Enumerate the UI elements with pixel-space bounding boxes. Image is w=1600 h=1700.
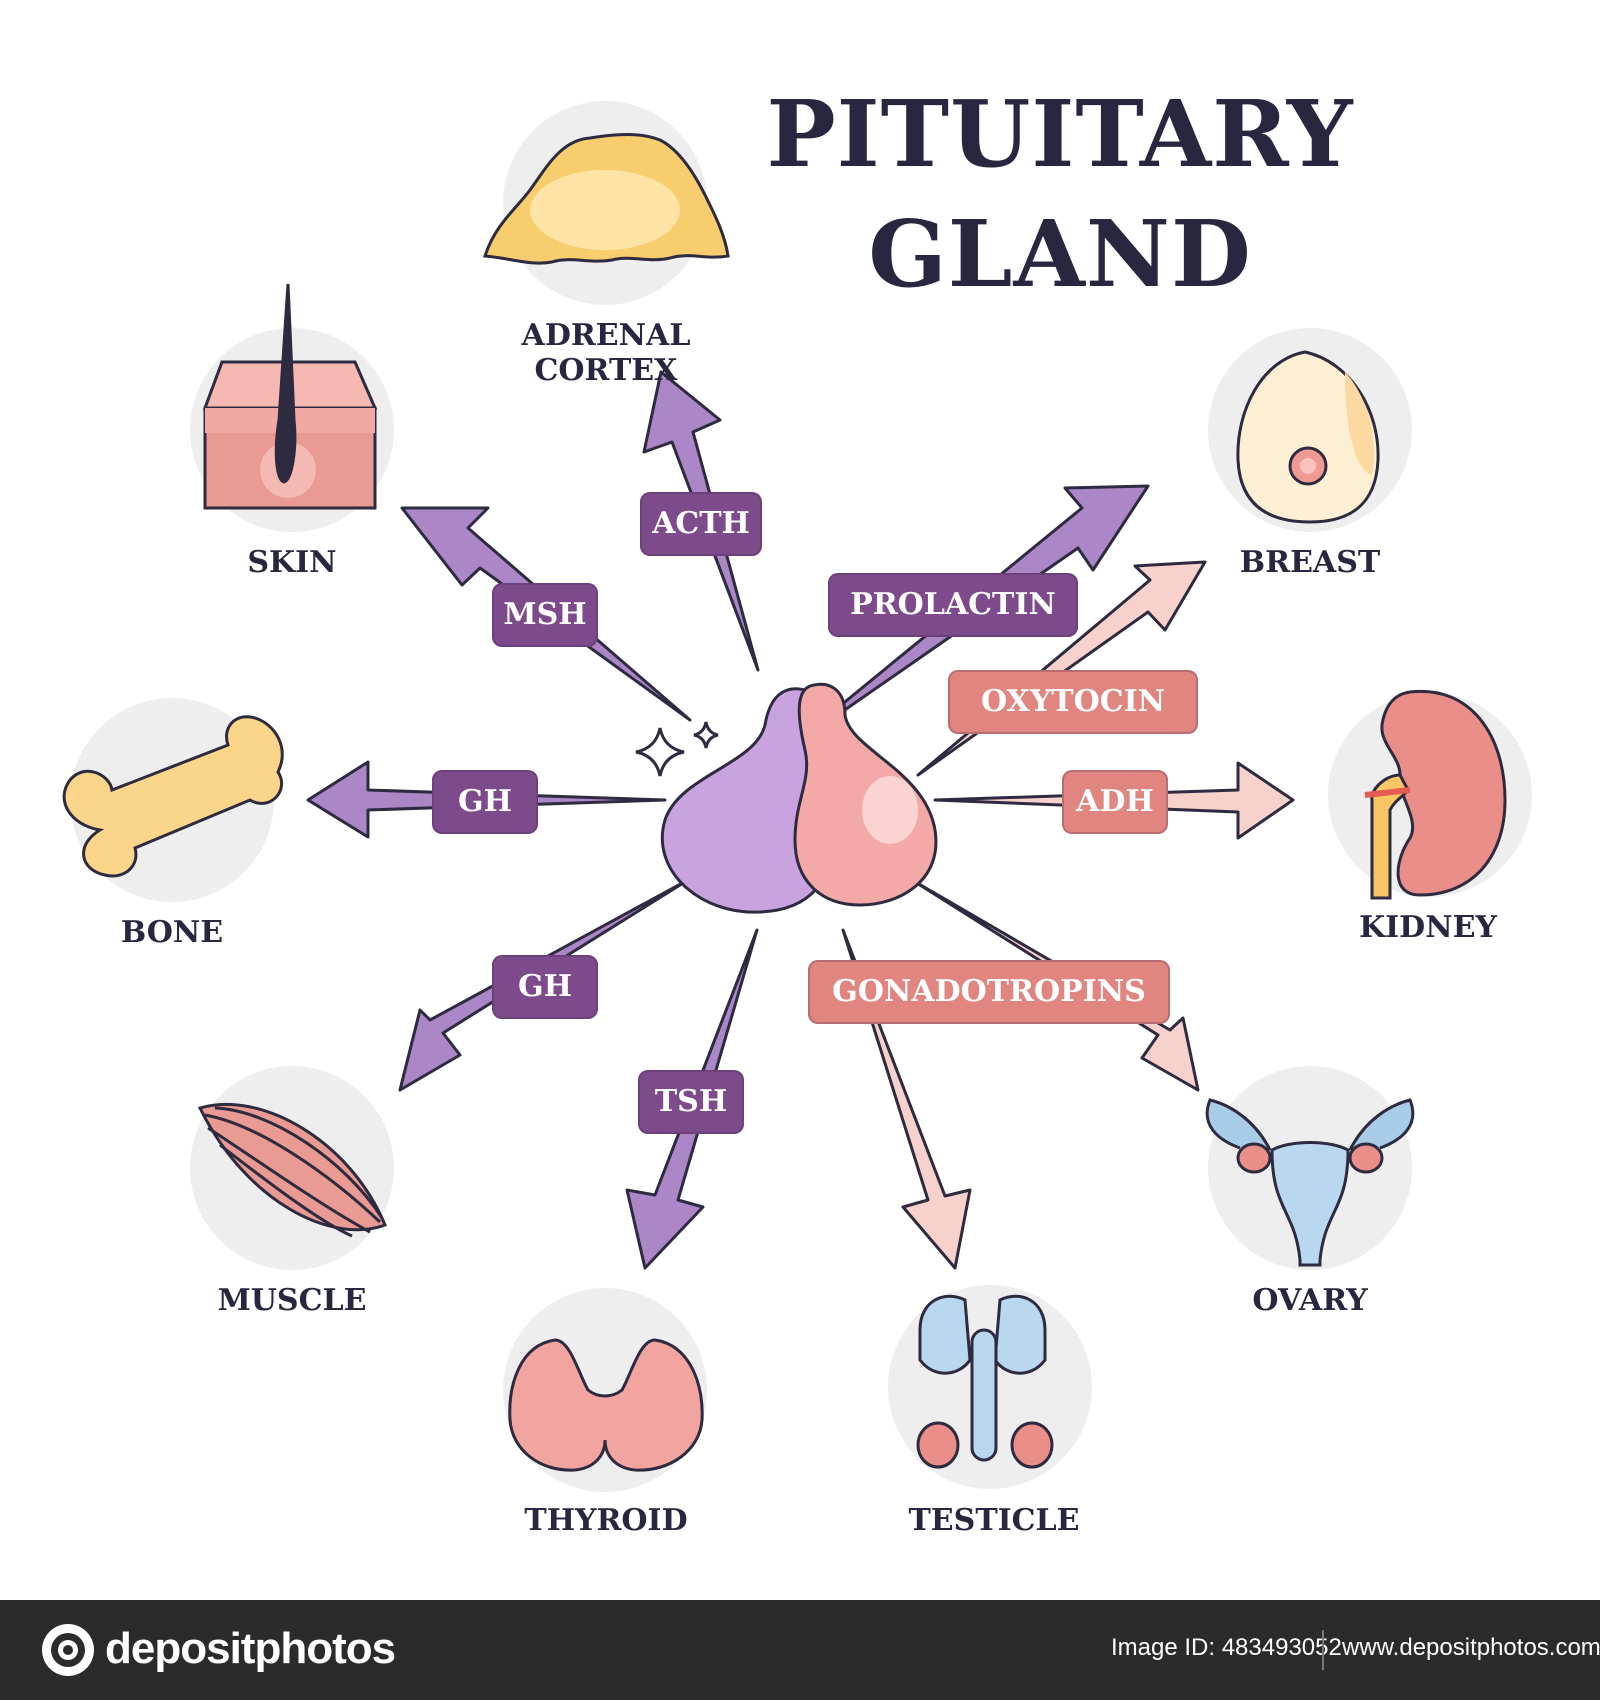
label-ovary: OVARY <box>1252 1283 1368 1318</box>
arrow-gonadotropins-ovary <box>910 878 1200 1092</box>
hormone-prolactin: PROLACTIN <box>828 573 1078 637</box>
thyroid-icon <box>508 1338 704 1472</box>
hormone-gonadotropins: GONADOTROPINS <box>808 960 1170 1024</box>
muscle-icon <box>197 1102 387 1238</box>
camera-icon <box>42 1624 94 1676</box>
hormone-adh: ADH <box>1062 770 1168 834</box>
arrow-gh-muscle <box>398 878 690 1092</box>
ovary-icon <box>1205 1098 1415 1267</box>
bone-icon <box>62 715 284 878</box>
pituitary-diagram: PITUITARY GLAND ADRENAL CORTEX SKIN BREA… <box>62 80 1532 1538</box>
testicle-icon <box>916 1294 1054 1469</box>
arrow-acth <box>642 370 760 672</box>
label-testicle: TESTICLE <box>908 1503 1080 1538</box>
pituitary-gland-illustration <box>660 682 938 914</box>
hormone-gh-bone: GH <box>432 770 538 834</box>
hormone-gh-muscle: GH <box>492 955 598 1019</box>
label-thyroid: THYROID <box>524 1503 688 1538</box>
label-bone: BONE <box>120 915 224 950</box>
label-kidney: KIDNEY <box>1359 910 1497 945</box>
breast-icon <box>1236 350 1380 524</box>
hormone-tsh: TSH <box>638 1070 744 1134</box>
footer-url[interactable]: www.depositphotos.com <box>1342 1634 1600 1661</box>
label-muscle: MUSCLE <box>217 1283 367 1318</box>
hormone-msh: MSH <box>492 583 598 647</box>
kidney-icon <box>1364 689 1507 900</box>
hormone-acth: ACTH <box>640 492 762 556</box>
footer-divider <box>1322 1630 1324 1670</box>
sparkle-icon <box>635 721 719 777</box>
title-line-2: GLAND <box>868 200 1252 308</box>
adrenal-highlight <box>530 170 680 250</box>
skin-icon <box>202 283 378 510</box>
depositphotos-logo[interactable]: depositphotos <box>105 1624 396 1673</box>
label-skin: SKIN <box>247 545 337 580</box>
image-id: Image ID: 483493052 <box>1111 1634 1342 1661</box>
label-adrenal-cortex: ADRENAL CORTEX <box>521 318 691 388</box>
footer-bar: depositphotos Image ID: 483493052 www.de… <box>0 1600 1600 1700</box>
label-breast: BREAST <box>1239 545 1381 580</box>
hormone-oxytocin: OXYTOCIN <box>948 670 1198 734</box>
title-line-1: PITUITARY <box>766 80 1354 188</box>
